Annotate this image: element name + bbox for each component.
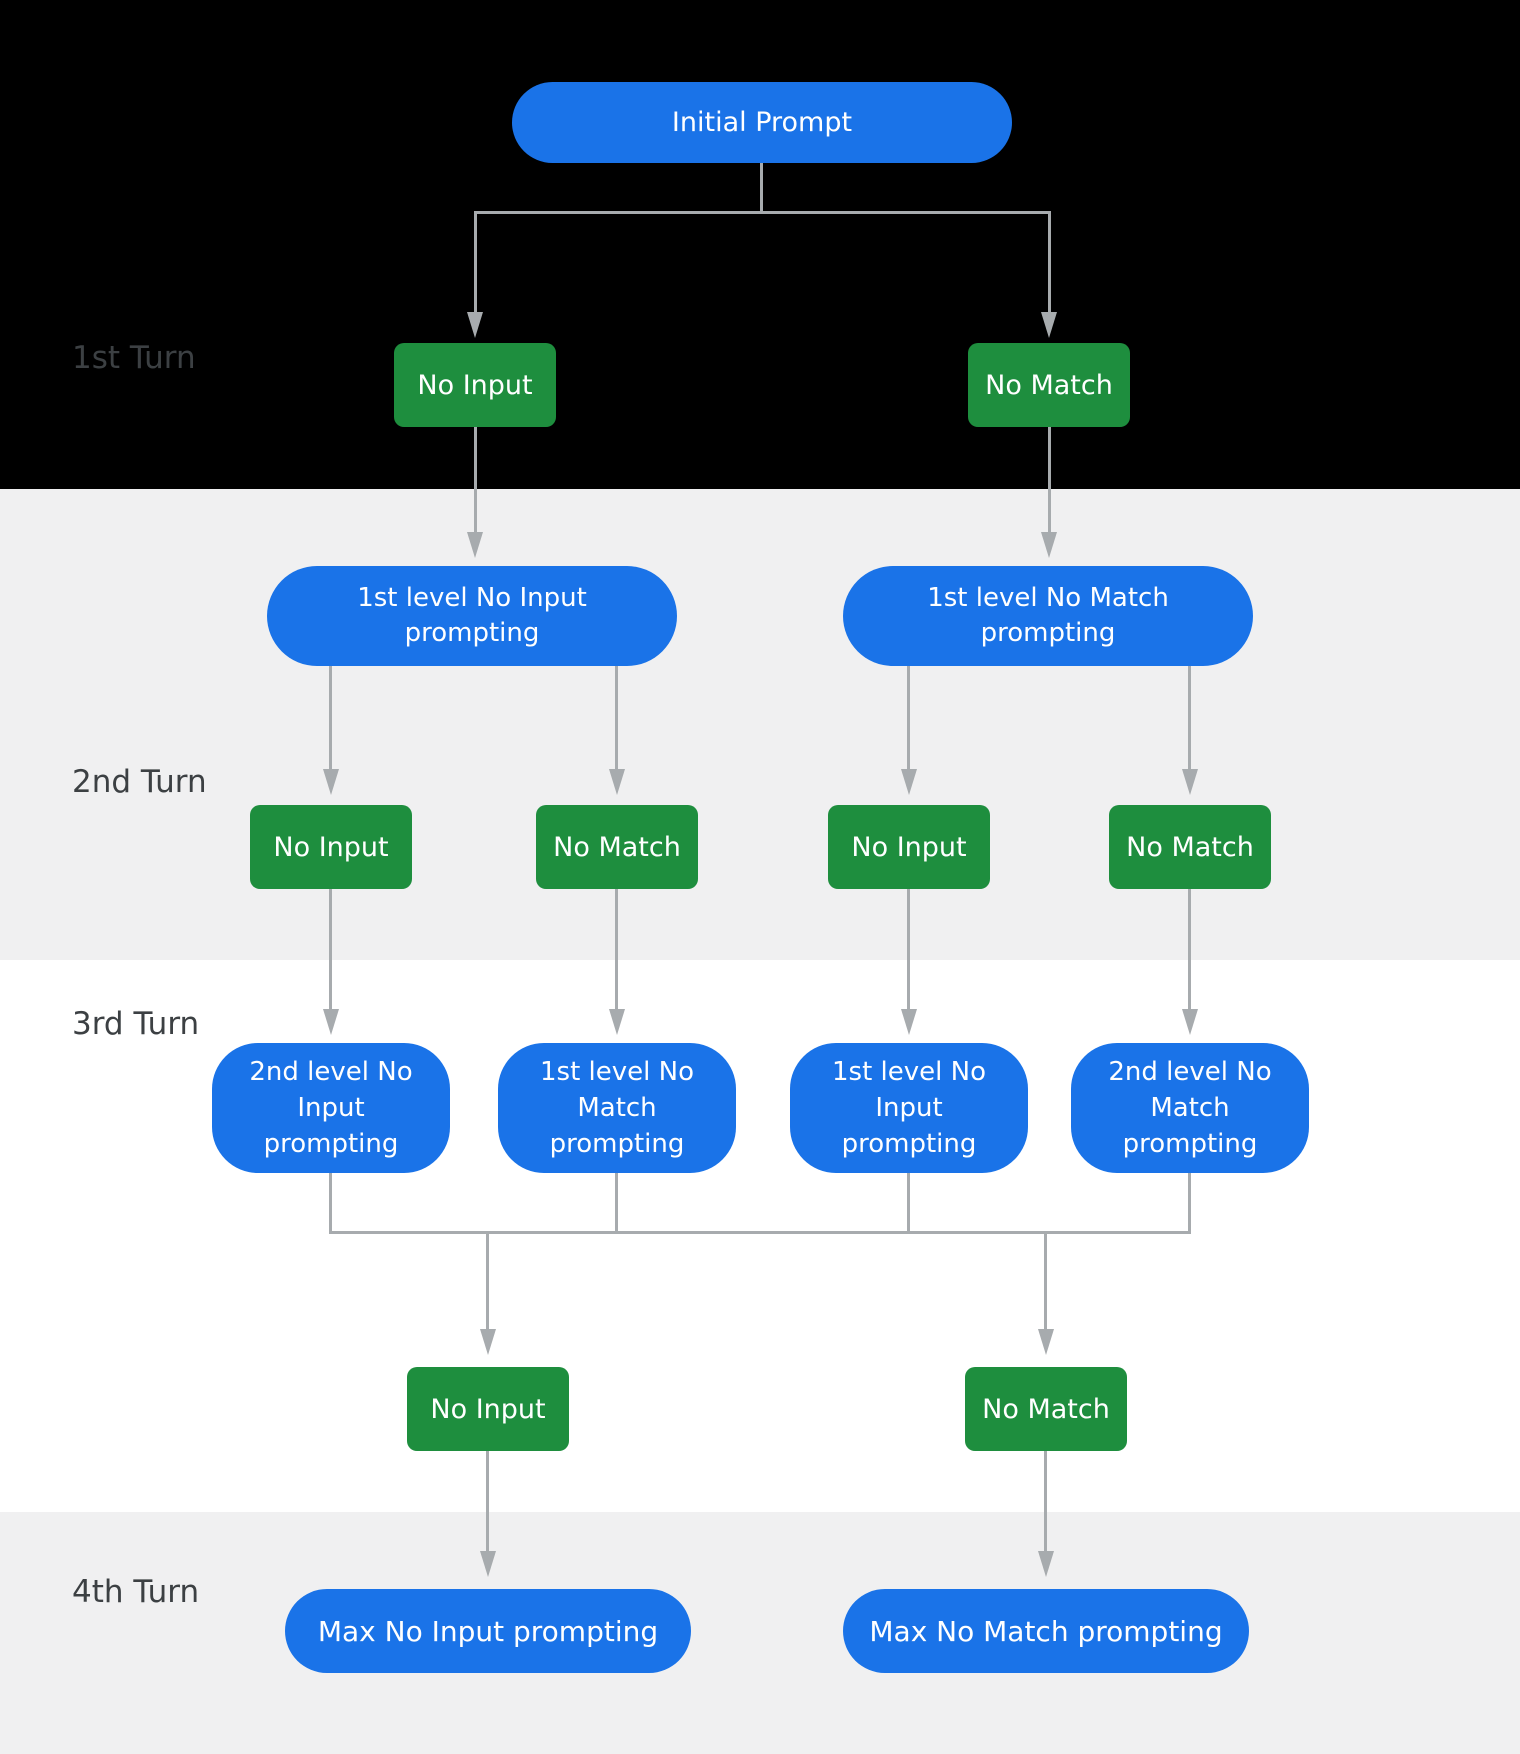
node-max-no-match-prompting: Max No Match prompting xyxy=(843,1589,1249,1673)
arrow-down-icon xyxy=(1038,1551,1054,1577)
connector-to-nomatch-1 xyxy=(1048,211,1051,314)
node-label: No Match xyxy=(985,369,1113,401)
connector-turn2-to-pill-1 xyxy=(329,889,332,1009)
node-turn1-no-input: No Input xyxy=(394,343,556,427)
arrow-down-icon xyxy=(609,769,625,795)
node-1st-level-no-match-prompting: 1st level No Match prompting xyxy=(843,566,1253,666)
connector-noinput1-to-pill xyxy=(474,427,477,534)
arrow-down-icon xyxy=(1041,312,1057,338)
arrow-down-icon xyxy=(1182,1009,1198,1035)
node-label: No Input xyxy=(273,831,389,863)
connector-noinput-to-max xyxy=(486,1451,489,1551)
arrow-down-icon xyxy=(467,312,483,338)
node-turn2-no-input-2: No Input xyxy=(828,805,990,889)
connector-bus-stub-2 xyxy=(615,1173,618,1233)
connector-bus-to-noinput xyxy=(486,1231,489,1330)
node-label: Max No Input prompting xyxy=(317,1614,659,1648)
node-turn2-no-match-1: No Match xyxy=(536,805,698,889)
node-label: No Input xyxy=(430,1393,546,1425)
node-turn2-no-input-1: No Input xyxy=(250,805,412,889)
connector-to-noinput-1 xyxy=(474,211,477,314)
node-turn2-no-match-2: No Match xyxy=(1109,805,1271,889)
connector-pill-to-turn2-1 xyxy=(329,666,332,769)
connector-pill-to-turn2-3 xyxy=(907,666,910,769)
arrow-down-icon xyxy=(480,1551,496,1577)
node-label: No Match xyxy=(553,831,681,863)
connector-bus-stub-3 xyxy=(907,1173,910,1233)
connector-turn2-to-pill-4 xyxy=(1188,889,1191,1009)
node-1st-level-no-input-prompting-2: 1st level No Input prompting xyxy=(790,1043,1028,1173)
turn-label-2: 2nd Turn xyxy=(72,764,207,800)
arrow-down-icon xyxy=(1038,1329,1054,1355)
node-label: No Match xyxy=(1126,831,1254,863)
arrow-down-icon xyxy=(323,1009,339,1035)
connector-bus-to-nomatch xyxy=(1044,1231,1047,1330)
arrow-down-icon xyxy=(1182,769,1198,795)
node-label: No Input xyxy=(417,369,533,401)
connector-nomatch-to-max xyxy=(1044,1451,1047,1551)
node-2nd-level-no-input-prompting: 2nd level No Input prompting xyxy=(212,1043,450,1173)
arrow-down-icon xyxy=(901,1009,917,1035)
node-label: 2nd level No Match prompting xyxy=(1108,1057,1272,1159)
band-turn-3 xyxy=(0,960,1520,1512)
node-turn1-no-match: No Match xyxy=(968,343,1130,427)
connector-pill-to-turn2-2 xyxy=(615,666,618,769)
connector-pill-to-turn2-4 xyxy=(1188,666,1191,769)
node-label: No Input xyxy=(851,831,967,863)
arrow-down-icon xyxy=(323,769,339,795)
node-label: 1st level No Match prompting xyxy=(540,1057,694,1159)
connector-initial-stub xyxy=(760,163,763,213)
connector-nomatch1-to-pill xyxy=(1048,427,1051,534)
connector-bus-stub-1 xyxy=(329,1173,332,1233)
node-initial-prompt: Initial Prompt xyxy=(512,82,1012,163)
band-turn-2 xyxy=(0,489,1520,960)
node-2nd-level-no-match-prompting: 2nd level No Match prompting xyxy=(1071,1043,1309,1173)
arrow-down-icon xyxy=(609,1009,625,1035)
connector-turn2-to-pill-2 xyxy=(615,889,618,1009)
node-1st-level-no-input-prompting: 1st level No Input prompting xyxy=(267,566,677,666)
node-1st-level-no-match-prompting-2: 1st level No Match prompting xyxy=(498,1043,736,1173)
band-turn-1 xyxy=(0,0,1520,489)
node-label: Initial Prompt xyxy=(671,107,853,138)
arrow-down-icon xyxy=(480,1329,496,1355)
band-turn-4 xyxy=(0,1512,1520,1754)
node-label: 2nd level No Input prompting xyxy=(249,1057,413,1159)
node-turn3-no-input: No Input xyxy=(407,1367,569,1451)
node-label: No Match xyxy=(982,1393,1110,1425)
turn-label-4: 4th Turn xyxy=(72,1574,200,1610)
node-label: 1st level No Input prompting xyxy=(832,1057,986,1159)
turn-label-1: 1st Turn xyxy=(72,340,196,376)
node-label: 1st level No Match prompting xyxy=(927,583,1169,648)
connector-bus-stub-4 xyxy=(1188,1173,1191,1233)
connector-initial-split xyxy=(474,211,1051,214)
node-label: Max No Match prompting xyxy=(869,1614,1223,1648)
turn-label-3: 3rd Turn xyxy=(72,1006,200,1042)
node-label: 1st level No Input prompting xyxy=(357,583,587,648)
arrow-down-icon xyxy=(467,532,483,558)
connector-turn2-to-pill-3 xyxy=(907,889,910,1009)
connector-bus xyxy=(329,1231,1191,1234)
arrow-down-icon xyxy=(901,769,917,795)
node-max-no-input-prompting: Max No Input prompting xyxy=(285,1589,691,1673)
node-turn3-no-match: No Match xyxy=(965,1367,1127,1451)
arrow-down-icon xyxy=(1041,532,1057,558)
